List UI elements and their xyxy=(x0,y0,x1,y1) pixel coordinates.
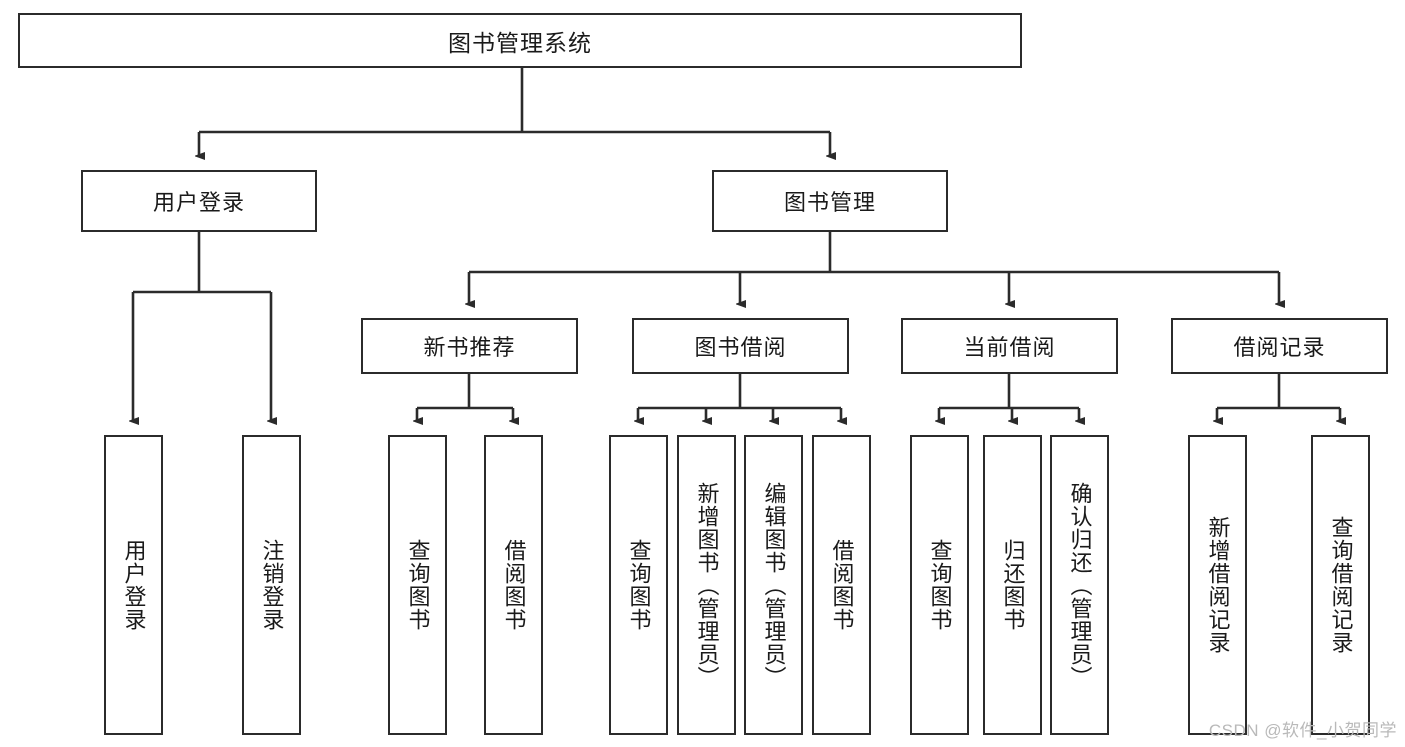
node-leaf-borrow-book[interactable]: 借阅图书 xyxy=(812,435,871,735)
node-leaf-query-book-borrow[interactable]: 查询图书 xyxy=(609,435,668,735)
node-leaf-borrow-book-recommend[interactable]: 借阅图书 xyxy=(484,435,543,735)
node-leaf-add-borrow-record[interactable]: 新增借阅记录 xyxy=(1188,435,1247,735)
node-leaf-query-book-recommend[interactable]: 查询图书 xyxy=(388,435,447,735)
node-leaf-user-logout[interactable]: 注销登录 xyxy=(242,435,301,735)
node-leaf-confirm-return[interactable]: 确认归还（管理员） xyxy=(1050,435,1109,735)
node-leaf-add-book[interactable]: 新增图书（管理员） xyxy=(677,435,736,735)
node-book-borrow[interactable]: 图书借阅 xyxy=(632,318,849,374)
node-book-management[interactable]: 图书管理 xyxy=(712,170,948,232)
node-leaf-user-login[interactable]: 用户登录 xyxy=(104,435,163,735)
node-borrow-records[interactable]: 借阅记录 xyxy=(1171,318,1388,374)
node-leaf-return-book[interactable]: 归还图书 xyxy=(983,435,1042,735)
node-current-borrow[interactable]: 当前借阅 xyxy=(901,318,1118,374)
node-leaf-query-book-current[interactable]: 查询图书 xyxy=(910,435,969,735)
node-leaf-edit-book[interactable]: 编辑图书（管理员） xyxy=(744,435,803,735)
node-new-book-recommend[interactable]: 新书推荐 xyxy=(361,318,578,374)
node-leaf-query-borrow-record[interactable]: 查询借阅记录 xyxy=(1311,435,1370,735)
csdn-watermark: CSDN @软件_小贺同学 xyxy=(1208,721,1397,740)
node-system-root[interactable]: 图书管理系统 xyxy=(18,13,1022,68)
node-user-login[interactable]: 用户登录 xyxy=(81,170,317,232)
